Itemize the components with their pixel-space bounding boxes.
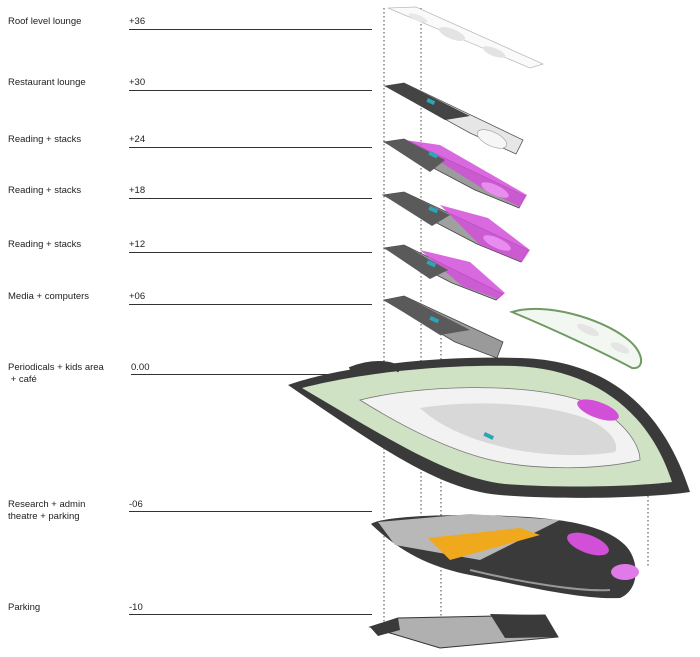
- ground-floor-slab: [288, 357, 690, 498]
- level-line-0: [131, 374, 372, 375]
- level-line-neg10: [129, 614, 372, 615]
- floor-label-ground-line1: Periodicals + kids area: [8, 362, 104, 373]
- level-line-24: [129, 147, 372, 148]
- level-line-18: [129, 198, 372, 199]
- reading-slab-24: [382, 138, 527, 209]
- floor-label-research-line1: Research + admin: [8, 499, 86, 510]
- floor-label-reading-12: Reading + stacks: [8, 239, 82, 250]
- media-slab: [382, 295, 504, 359]
- level-value-30: +30: [129, 77, 146, 88]
- level-value-12: +12: [129, 239, 146, 250]
- research-slab: [371, 514, 639, 599]
- floor-label-reading-24: Reading + stacks: [8, 134, 82, 145]
- level-line-06: [129, 304, 372, 305]
- floor-label-roof: Roof level lounge: [8, 16, 82, 27]
- level-value-24: +24: [129, 134, 146, 145]
- floor-label-restaurant: Restaurant lounge: [8, 77, 86, 88]
- level-value-18: +18: [129, 185, 146, 196]
- level-value-neg06: -06: [129, 499, 143, 510]
- level-line-12: [129, 252, 372, 253]
- reading-slab-12: [382, 244, 505, 301]
- level-line-30: [129, 90, 372, 91]
- level-line-neg06: [129, 511, 372, 512]
- landscape-canopy: [509, 308, 642, 370]
- parking-slab: [368, 614, 559, 649]
- floor-label-ground-line2: + café: [8, 374, 37, 385]
- level-value-0: 0.00: [131, 362, 150, 373]
- floor-label-reading-18: Reading + stacks: [8, 185, 82, 196]
- level-line-36: [129, 29, 372, 30]
- level-value-06: +06: [129, 291, 146, 302]
- floor-label-media: Media + computers: [8, 291, 90, 302]
- floor-label-research-line2: theatre + parking: [8, 511, 80, 522]
- restaurant-slab: [383, 82, 524, 155]
- floor-label-parking: Parking: [8, 602, 41, 613]
- level-value-36: +36: [129, 16, 146, 27]
- reading-slab-18: [381, 191, 530, 263]
- level-value-neg10: -10: [129, 602, 143, 613]
- roof-slab: [387, 6, 545, 69]
